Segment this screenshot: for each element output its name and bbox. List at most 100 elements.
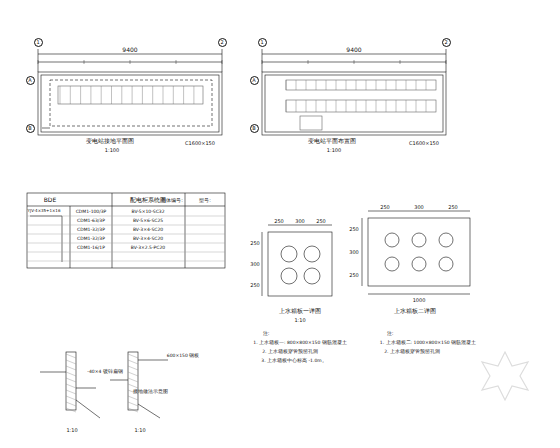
- right-plan: [262, 49, 446, 135]
- hatch-stroke: [336, 100, 337, 112]
- axis-bubble: 1: [34, 38, 43, 47]
- axis-label: 2: [220, 40, 223, 45]
- hatch-stroke: [27, 234, 225, 235]
- hatch-stroke: [27, 216, 225, 217]
- drawing-label: 300: [349, 250, 359, 255]
- hatch-repeats: [27, 60, 446, 412]
- hatch-stroke: [222, 60, 223, 64]
- hatch-stroke: [80, 86, 81, 104]
- drawing-label: 注:: [263, 331, 270, 336]
- axis-bubble: A: [250, 76, 259, 85]
- hatch-stroke: [366, 100, 367, 112]
- hatch-stroke: [101, 86, 102, 104]
- axis-label: B: [252, 126, 255, 131]
- plate-one: [262, 225, 332, 296]
- hatch-stroke: [426, 80, 427, 90]
- hatch-stroke: [193, 86, 194, 104]
- hatch-stroke: [356, 100, 357, 112]
- drawing-label: BV-3×2.5-PC20: [131, 246, 165, 251]
- hatch-stroke: [296, 80, 297, 90]
- hatch-stroke: [308, 60, 309, 64]
- hatch-stroke: [128, 408, 138, 412]
- hatch-stroke: [66, 390, 76, 394]
- hatch-stroke: [306, 80, 307, 90]
- drawing-label: CDM1-100/3P: [76, 210, 107, 215]
- hatch-stroke: [111, 86, 112, 104]
- hatch-stroke: [326, 100, 327, 112]
- drawing-label: 300: [250, 262, 260, 267]
- drawing-label: 变电站接地平面图: [86, 138, 134, 144]
- section-details: [40, 352, 168, 418]
- drawing-label: C1600×150: [409, 141, 439, 146]
- hatch-stroke: [316, 80, 317, 90]
- hatch-stroke: [286, 80, 287, 90]
- hatch-stroke: [336, 80, 337, 90]
- axis-bubble: A: [26, 76, 35, 85]
- hatch-stroke: [142, 86, 143, 104]
- hatch-stroke: [176, 60, 177, 64]
- drawing-label: 250: [349, 227, 359, 232]
- hatch-stroke: [128, 354, 138, 358]
- drawing-label: 300: [295, 219, 305, 224]
- drawing-label: 3. 上水箱板中心标高 -1.0m。: [261, 359, 326, 364]
- drawing-label: BDE: [44, 197, 57, 203]
- drawing-label: BV-3×4-SC20: [133, 228, 163, 233]
- hatch-stroke: [66, 378, 76, 382]
- drawing-label: 1. 上水箱板二: 1000×800×150 钢筋混凝土: [380, 341, 476, 346]
- hatch-stroke: [286, 100, 287, 112]
- drawing-label: CDM1-16/1P: [77, 246, 105, 251]
- drawing-label: 2. 上水箱板穿管预留孔洞: [262, 350, 318, 355]
- drawing-label: 型号:: [199, 198, 211, 203]
- drawing-label: BV-5×6-SC25: [133, 219, 163, 224]
- hatch-stroke: [128, 366, 138, 370]
- drawing-label: 9400: [122, 47, 137, 53]
- drawing-label: CDM1-32/3P: [77, 237, 105, 242]
- hatch-stroke: [66, 360, 76, 364]
- hatch-stroke: [128, 360, 138, 364]
- drawing-label: 250: [274, 219, 284, 224]
- hatch-stroke: [66, 372, 76, 376]
- hatch-stroke: [128, 378, 138, 382]
- hatch-stroke: [27, 261, 225, 262]
- drawing-label: 9400: [346, 47, 361, 53]
- drawing-label: 变电站平面布置图: [308, 138, 356, 144]
- drawing-label: 1. 上水箱板一: 800×800×150 钢筋混凝土: [253, 341, 346, 346]
- drawing-label: 250: [448, 205, 458, 210]
- hatch-stroke: [130, 60, 131, 64]
- hatch-stroke: [84, 60, 85, 64]
- axis-label: 1: [260, 40, 263, 45]
- drawing-label: BV-5×10-SC32: [131, 210, 164, 215]
- drawing-label: BV-3×4-SC20: [133, 237, 163, 242]
- hatch-stroke: [66, 408, 76, 412]
- axis-label: 1: [36, 40, 39, 45]
- hatch-stroke: [316, 100, 317, 112]
- drawing-label: 注:: [387, 331, 394, 336]
- hatch-stroke: [400, 60, 401, 64]
- hatch-stroke: [90, 86, 91, 104]
- hatch-stroke: [132, 86, 133, 104]
- hatch-stroke: [406, 100, 407, 112]
- drawing-label: 接地做法示意图: [133, 390, 168, 395]
- hatch-stroke: [128, 384, 138, 388]
- drawing-label: 1:100: [105, 148, 119, 153]
- hatch-stroke: [66, 384, 76, 388]
- hatch-stroke: [366, 80, 367, 90]
- hatch-stroke: [446, 60, 447, 64]
- drawing-label: 箱体编号:: [161, 198, 183, 203]
- drawing-label: 250: [250, 241, 260, 246]
- hatch-stroke: [183, 86, 184, 104]
- hatch-stroke: [27, 225, 225, 226]
- left-plan: [38, 49, 222, 135]
- hatch-stroke: [386, 80, 387, 90]
- hatch-stroke: [406, 80, 407, 90]
- hatch-stroke: [416, 80, 417, 90]
- hatch-stroke: [386, 100, 387, 112]
- drawing-label: 配电柜系统图: [130, 197, 166, 203]
- hatch-stroke: [376, 100, 377, 112]
- drawing-label: 1:10: [66, 428, 77, 433]
- drawing-label: 250: [380, 205, 390, 210]
- drawing-label: 2. 上水箱板穿管预留孔洞: [384, 350, 440, 355]
- hatch-stroke: [60, 86, 61, 104]
- hatch-stroke: [66, 396, 76, 400]
- watermark: [482, 352, 528, 400]
